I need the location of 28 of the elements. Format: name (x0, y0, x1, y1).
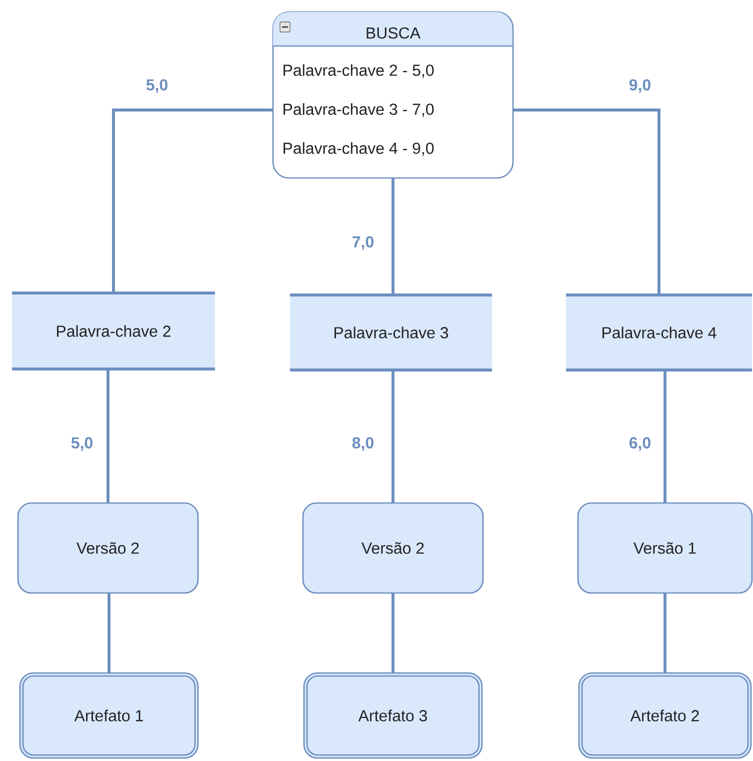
list-title: BUSCA (366, 27, 421, 39)
edge-label: 8,0 (350, 436, 376, 452)
version-box: Versão 2 (17, 502, 199, 594)
artifact-box: Artefato 1 (19, 672, 199, 759)
version-box: Versão 1 (577, 502, 753, 594)
connector-line (513, 108, 660, 295)
connector-line (664, 593, 666, 673)
list-item: Palavra-chave 4 - 9,0 (284, 142, 434, 156)
list-item: Palavra-chave 3 - 7,0 (284, 103, 434, 117)
connector-line (392, 593, 394, 673)
edge-label: 9,0 (628, 78, 652, 94)
edge-label: 7,0 (350, 234, 376, 252)
connector-line (664, 370, 666, 503)
keyword-band: Palavra-chave 2 (10, 292, 216, 370)
edge-label: 6,0 (628, 436, 652, 452)
keyword-band: Palavra-chave 4 (564, 294, 753, 372)
artifact-box: Artefato 3 (303, 672, 483, 759)
list-item: Palavra-chave 2 - 5,0 (284, 64, 434, 78)
keyword-band: Palavra-chave 3 (288, 294, 494, 372)
connector-line (112, 108, 273, 293)
connector-line (392, 370, 394, 503)
connector-line (392, 178, 394, 295)
version-box: Versão 2 (302, 502, 484, 594)
edge-label: 5,0 (144, 78, 170, 94)
artifact-box: Artefato 2 (578, 672, 752, 759)
edge-label: 5,0 (70, 436, 94, 452)
connector-line (106, 369, 110, 503)
connector-line (108, 593, 110, 673)
